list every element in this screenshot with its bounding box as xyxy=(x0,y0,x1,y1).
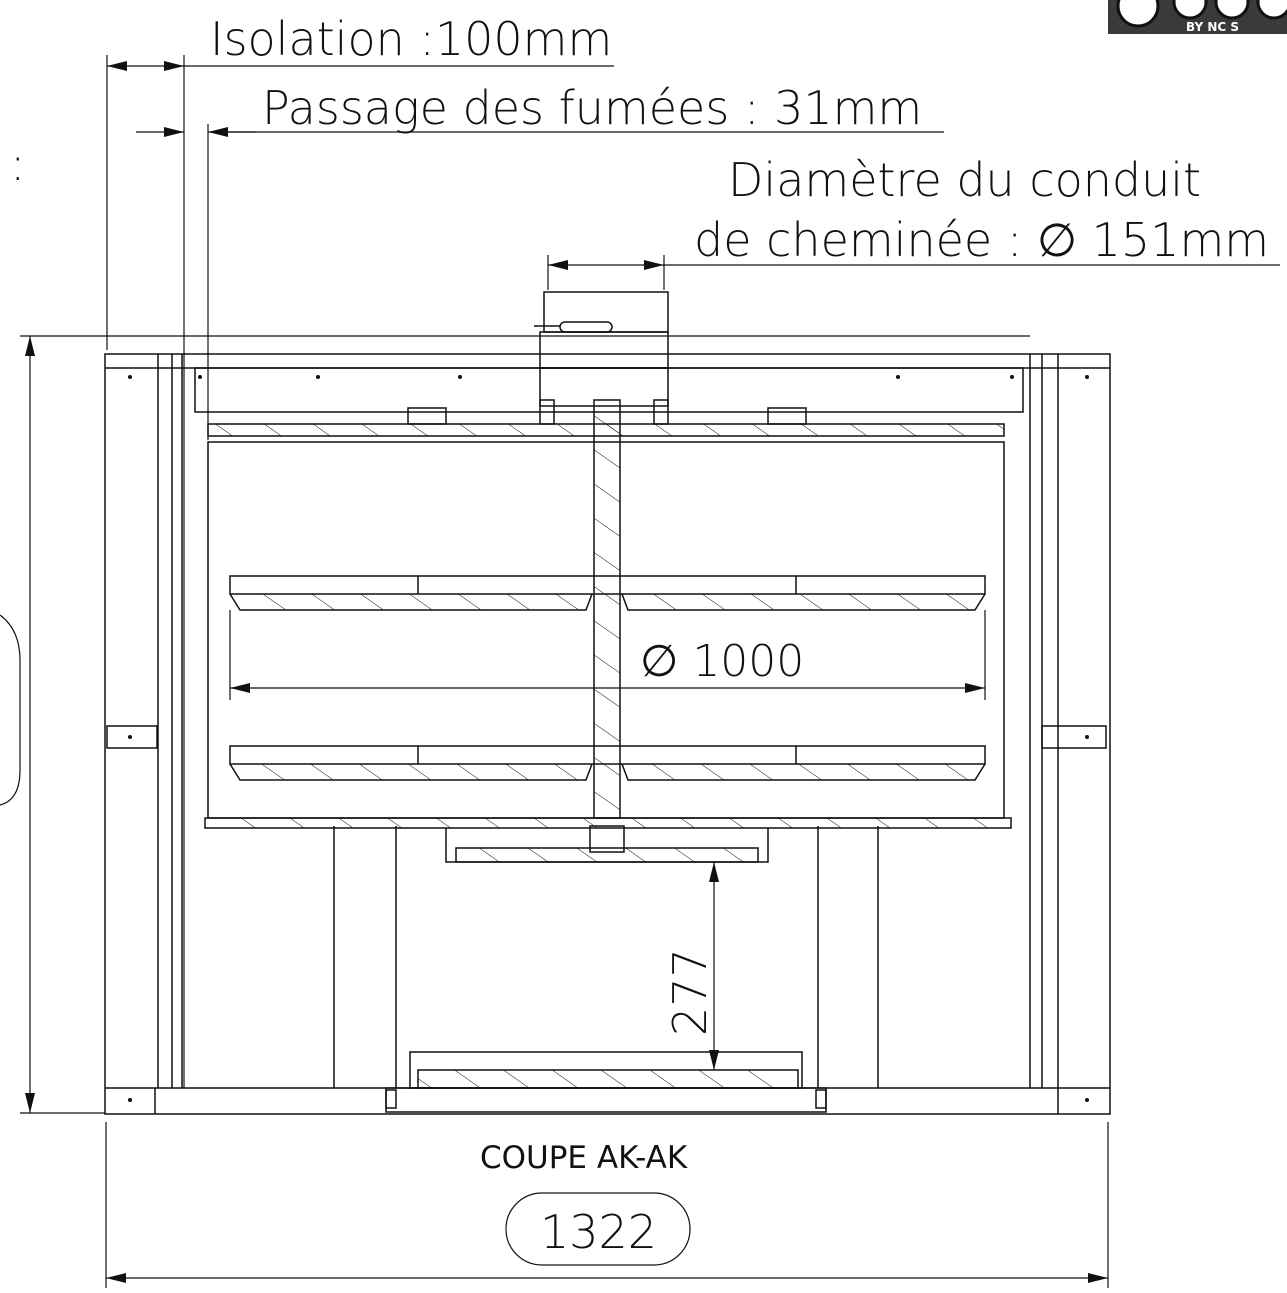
insulation-dimension xyxy=(106,55,185,1088)
central-shaft xyxy=(589,399,625,853)
stray-colon: : xyxy=(10,137,26,191)
flue-diameter-dimension xyxy=(547,255,665,290)
smoke-passage-label: Passage des fumées : 31mm xyxy=(262,81,922,135)
section-label: COUPE AK-AK xyxy=(480,1140,688,1176)
license-badge: BY NC S xyxy=(1108,0,1287,34)
ash-pan xyxy=(409,1051,803,1089)
license-text: BY NC S xyxy=(1186,20,1239,34)
height-dimension xyxy=(0,335,1030,1114)
by-icon xyxy=(1172,0,1208,20)
cc-icon xyxy=(1116,0,1160,28)
overall-width-label: 1322 xyxy=(540,1205,657,1259)
upper-plate xyxy=(229,575,986,611)
sa-icon xyxy=(1256,0,1287,20)
width-dimension xyxy=(105,1122,1109,1288)
bottom-tray xyxy=(445,828,769,863)
insulation-label: Isolation :100mm xyxy=(210,12,612,66)
lower-gap-label: 277 xyxy=(663,948,717,1036)
lower-plate xyxy=(229,745,986,781)
plate-diameter-dimension xyxy=(229,610,986,700)
fastener-dots xyxy=(128,375,1089,1102)
smoke-passage-dimension xyxy=(136,124,256,440)
plate-diameter-label: ∅ 1000 xyxy=(640,636,804,687)
flue-label-line1: Diamètre du conduit xyxy=(728,153,1201,207)
nc-icon xyxy=(1214,0,1250,20)
flue-label-line2: de cheminée : ∅ 151mm xyxy=(694,213,1269,267)
outer-housing xyxy=(104,353,1111,1115)
